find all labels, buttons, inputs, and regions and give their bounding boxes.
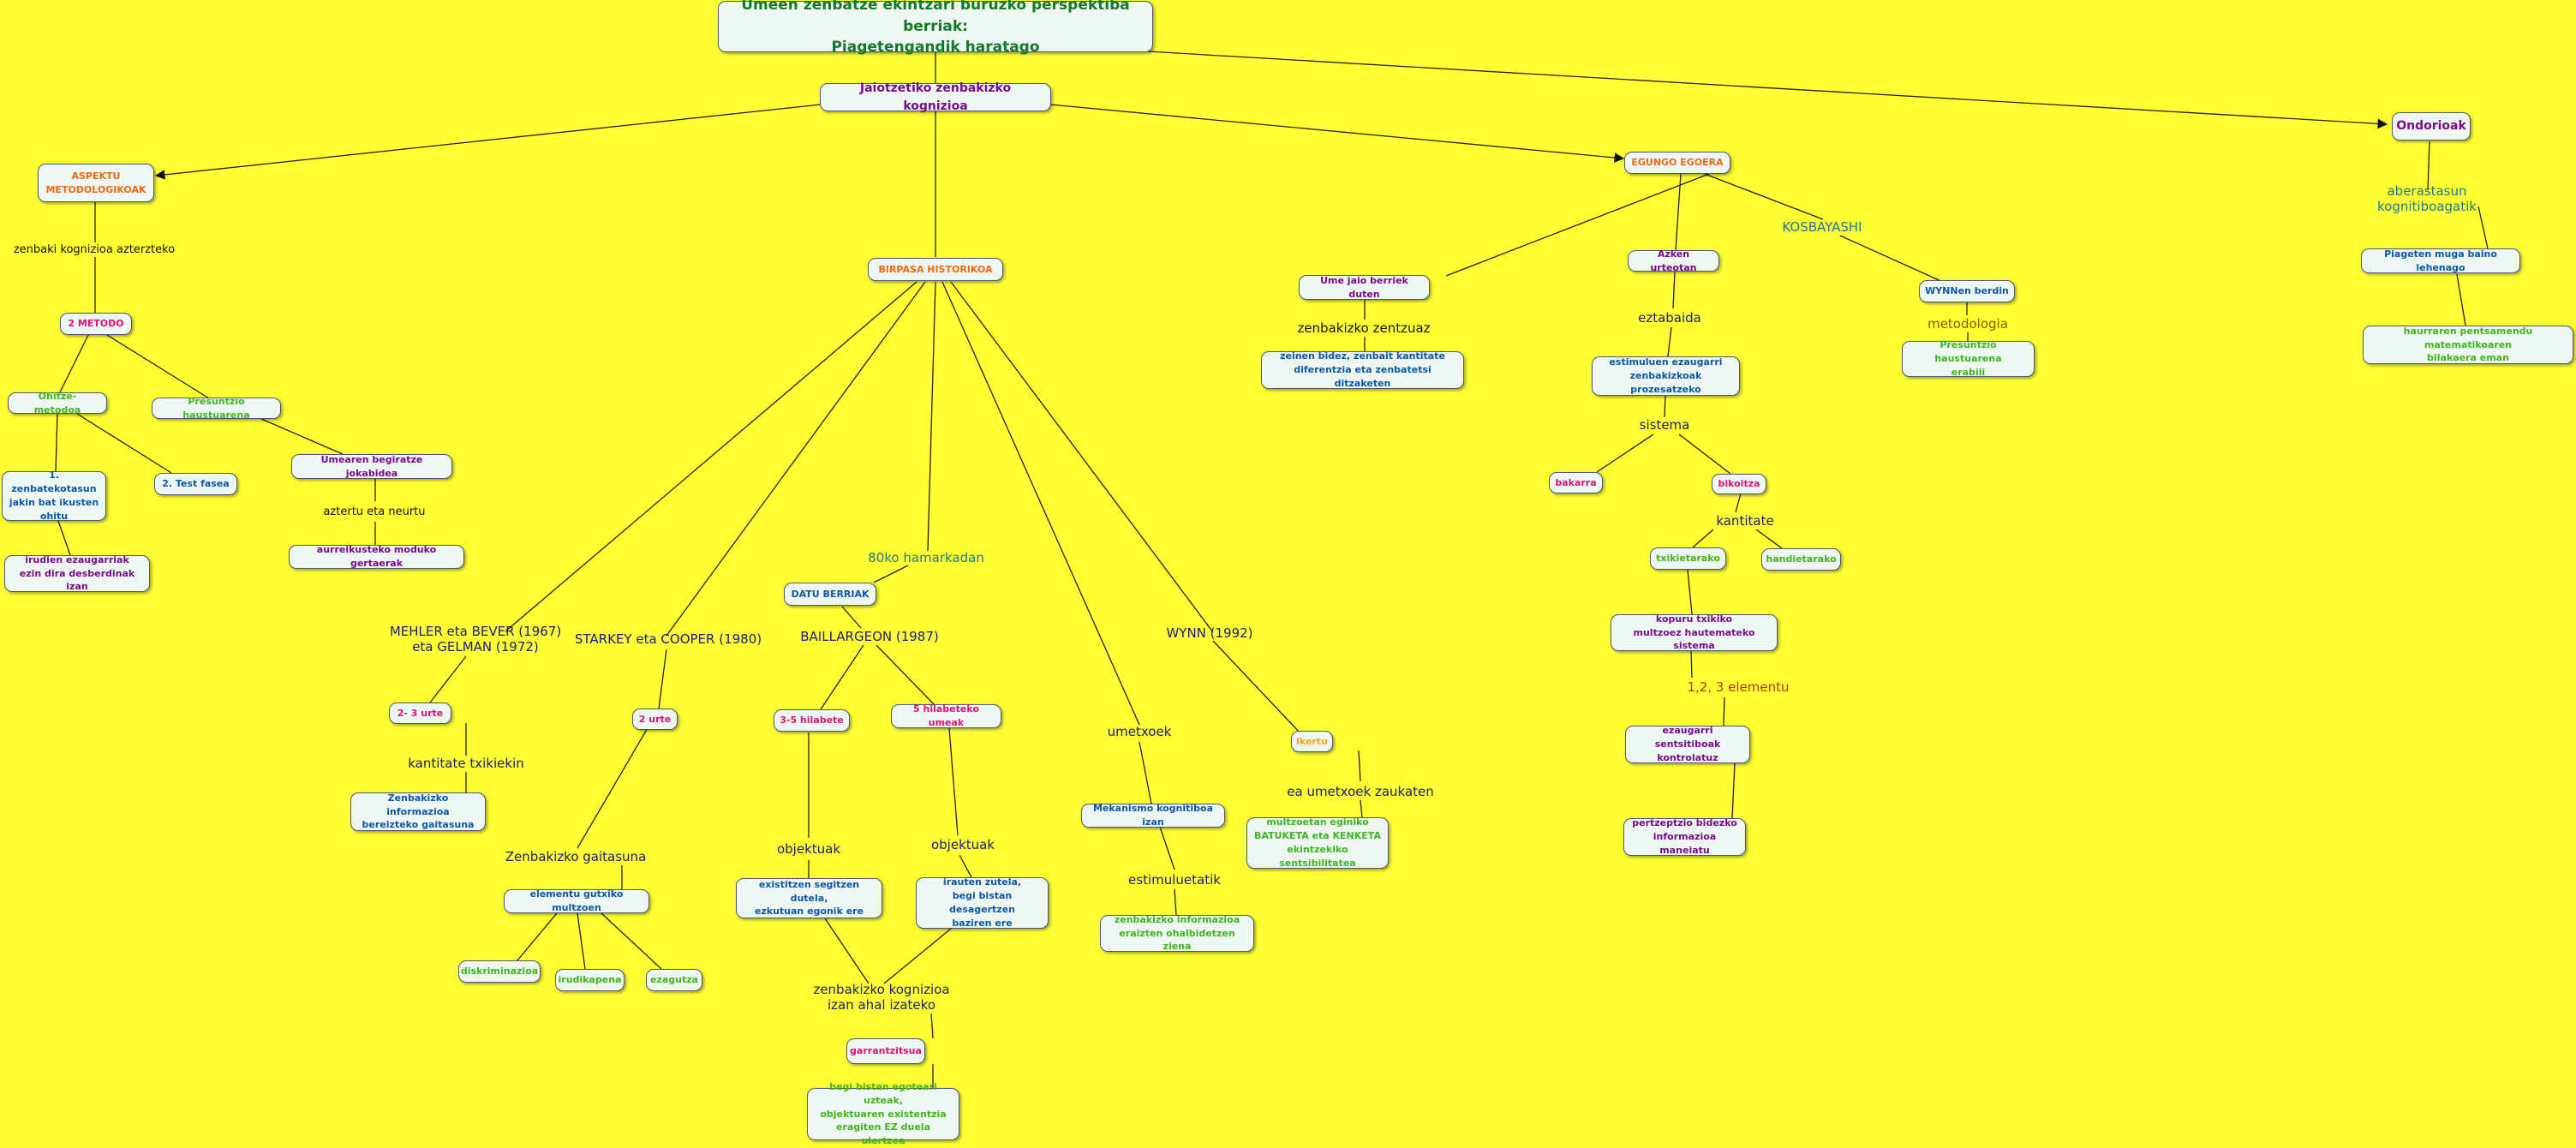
label-kantitate: kantitate [1716,513,1774,529]
piageten-node: Piageten muga baino lehenago [2361,248,2520,273]
presuntzio-node: Presuntzio haustuarena [152,396,281,421]
kopuru-node: kopuru txikiko multzoez hautemateko sist… [1611,613,1778,651]
label-sistema: sistema [1639,417,1690,433]
datu-berriak-node: DATU BERRIAK [784,583,876,606]
handietarako-node: handietarako [1761,548,1841,571]
ohitze-node: Ohitze- metodoa [8,391,107,416]
jaiotzetiko-node: Jaiotzetiko zenbakizko kognizioa [820,81,1051,113]
estimuluen-node: estimuluen ezaugarri zenbakizkoak prozes… [1592,356,1740,396]
urte-2-node: 2 urte [632,709,678,730]
bakarra-node: bakarra [1549,472,1603,493]
label-wynn: WYNN (1992) [1166,625,1253,641]
testfasea-node: 2. Test fasea [154,473,237,495]
zenbakizko-info-node: Zenbakizko informazioa bereizteko gaitas… [350,792,486,831]
label-umetxoek: umetxoek [1107,724,1172,739]
label-objektuak-2: objektuak [930,837,995,852]
haurraren-node: haurraren pentsamendu matematikoaren bil… [2363,326,2573,364]
bikoitza-node: bikoitza [1712,474,1766,494]
irudien-node: irudien ezaugarriak ezin dira desberdina… [4,554,150,592]
irudikapena-node: irudikapena [555,969,625,991]
umearen-node: Umearen begiratze jokabidea [291,454,452,479]
egungo-node: EGUNGO EGOERA [1624,152,1730,174]
label-kognizioa-izan: zenbakizko kognizioa izan ahal izateko [813,982,950,1013]
aspektu-node: ASPEKTU METODOLOGIKOAK [38,164,154,202]
zenbakizko-info2-node: zenbakizko informazioa eraizten ohalbide… [1100,914,1254,952]
zenbatekotasun-node: 1. zenbatekotasun jakin bat ikusten ohit… [2,469,106,522]
wynnen-node: WYNNen berdin [1919,280,2015,302]
metodo2-node: 2 METODO [60,313,132,335]
label-gaitasuna: Zenbakizko gaitasuna [505,849,647,864]
label-mehler: MEHLER eta BEVER (1967) eta GELMAN (1972… [389,624,562,655]
label-starkey: STARKEY eta COOPER (1980) [574,631,762,647]
azken-node: Azken urteotan [1628,248,1719,273]
elementu-node: elementu gutxiko multzoen [504,888,649,913]
label-aztertu: aztertu eta neurtu [323,505,426,519]
label-baillargeon: BAILLARGEON (1987) [800,629,939,644]
pertzeptzio-node: pertzeptzio bidezko informazioa maneiatu [1623,817,1746,856]
title-node: Umeen zenbatze ekintzari buruzko perspek… [718,0,1153,56]
begi-bistan-node: begi bistan egoteari uzteak, objektuaren… [807,1081,959,1146]
label-objektuak-1: objektuak [776,841,841,857]
existitzen-node: existitzen segitzen dutela, ezkutuan ego… [736,878,882,918]
diskriminazioa-node: diskriminazioa [458,960,541,983]
ezagutza-node: ezagutza [646,969,702,991]
ezaugarri-sentsitiboak-node: ezaugarri sentsitiboak kontrolatuz [1625,725,1750,763]
label-aberastasun: aberastasun kognitiboagatik [2377,183,2477,214]
mekanismo-node: Mekanismo kognitiboa izan [1081,803,1225,828]
label-zenbaki-kognizioa: zenbaki kognizioa azterzteko [13,243,176,257]
irauten-node: irauten zutela, begi bistan desagertzen … [916,876,1049,929]
label-metodologia: metodologia [1928,316,2008,332]
hilabete-3-5-node: 3-5 hilabete [774,709,850,732]
label-kantitate-txikiekin: kantitate txikiekin [408,756,524,771]
label-zentzuaz: zenbakizko zentzuaz [1297,320,1431,336]
zeinen-node: zeinen bidez, zenbait kantitate diferent… [1261,350,1464,389]
ikertu-node: ikertu [1291,731,1333,752]
ume-jaio-node: Ume jaio berriek duten [1299,275,1430,300]
multzoetan-node: multzoetan eginiko BATUKETA eta KENKETA … [1246,816,1389,869]
urte-2-3-node: 2- 3 urte [389,703,451,724]
hilabete-5-node: 5 hilabeteko umeak [891,703,1001,728]
label-estimuluetatik: estimuluetatik [1128,872,1221,888]
label-kosbayashi: KOSBAYASHI [1782,219,1862,235]
garrantzitsua-node: garrantzitsua [846,1038,925,1064]
label-elementu-123: 1,2, 3 elementu [1687,679,1790,695]
aurreikusteko-node: aurreikusteko moduko gertaerak [289,544,464,569]
label-eztabaida: eztabaida [1638,310,1701,326]
presuntzio-erabili-node: Presuntzio haustuarena erabili [1902,339,2035,378]
label-hamarkada: 80ko hamarkadan [868,550,984,565]
ondorioak-node: Ondorioak [2392,112,2471,141]
txikietarako-node: txikietarako [1650,547,1726,570]
birpasa-node: BIRPASA HISTORIKOA [868,258,1003,281]
label-ea-umetxoek: ea umetxoek zaukaten [1287,784,1434,799]
